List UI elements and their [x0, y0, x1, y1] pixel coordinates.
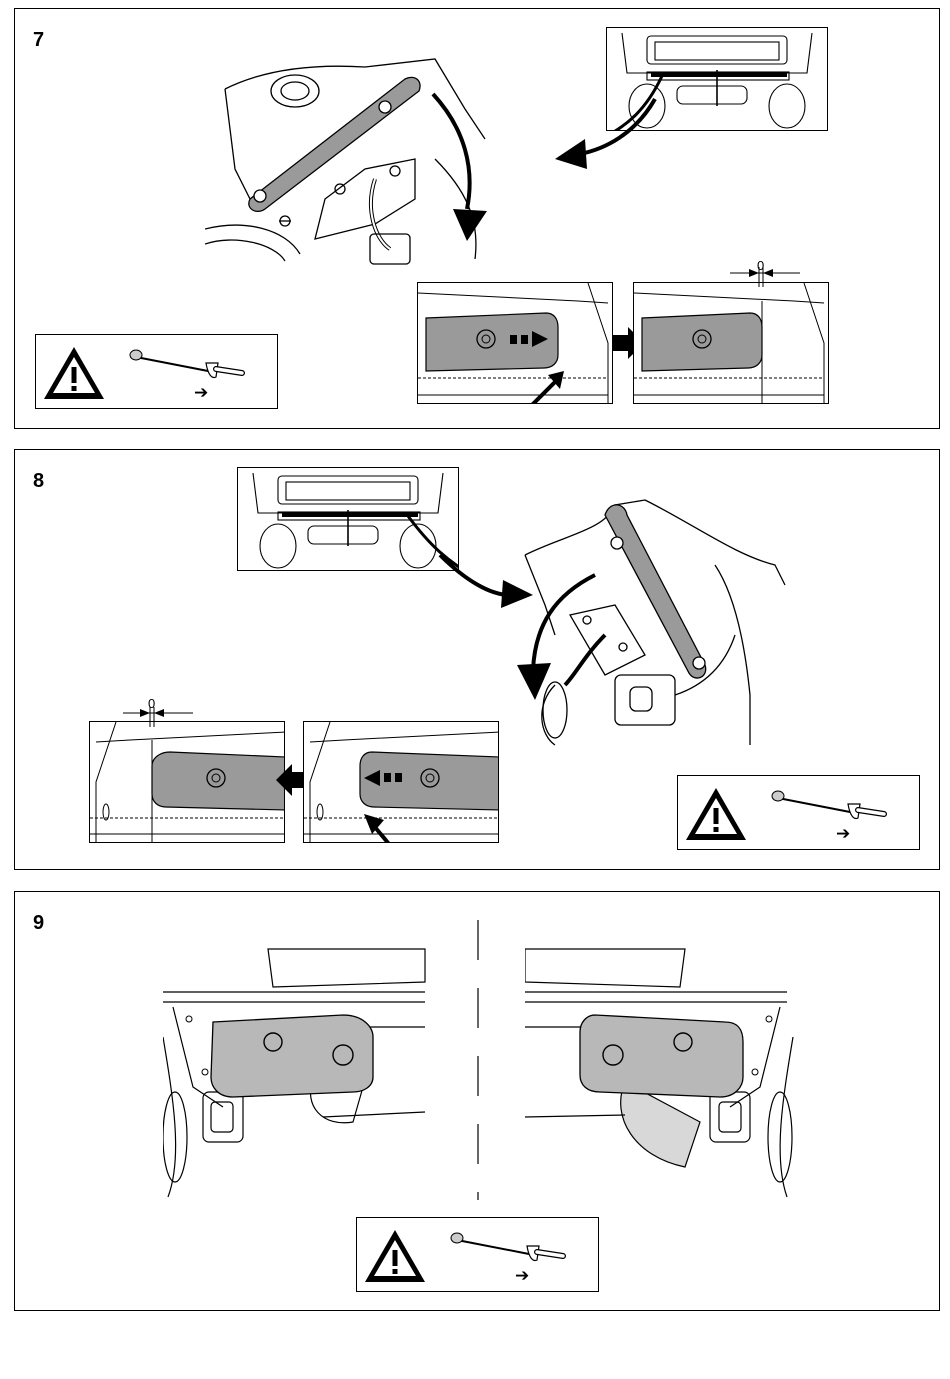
torque-wrench-icon: [449, 1224, 569, 1264]
step-8-main-illustration: [495, 495, 795, 750]
step-9-panel: 9: [14, 891, 940, 1311]
detail-after-frame: [89, 721, 285, 843]
warning-triangle-icon: [42, 345, 106, 401]
warning-triangle-icon: [363, 1228, 427, 1284]
step-8-panel: 8: [14, 449, 940, 870]
center-divider: [473, 920, 483, 1200]
torque-arrow: ➔: [194, 383, 208, 403]
gap-label: 0: [148, 696, 155, 711]
step-number: 7: [33, 29, 44, 52]
step-number: 9: [33, 912, 44, 935]
torque-warning-box: ➔: [35, 334, 278, 409]
step-7-panel: 7: [14, 8, 940, 429]
torque-wrench-icon: [128, 341, 248, 381]
right-side-view: [525, 937, 795, 1202]
bracket-shape: [605, 505, 706, 678]
torque-warning-box: ➔: [356, 1217, 599, 1292]
torque-arrow: ➔: [515, 1266, 529, 1286]
detail-before-frame: [303, 721, 499, 843]
gap-dimension: [730, 257, 800, 287]
torque-wrench-icon: [770, 782, 890, 822]
torque-warning-box: ➔: [677, 775, 920, 850]
warning-triangle-icon: [684, 786, 748, 842]
vehicle-overview-inset: [237, 467, 459, 571]
gap-label: 0: [757, 258, 764, 273]
pointer-arrow: [555, 89, 665, 179]
gap-dimension: [123, 697, 193, 727]
torque-arrow: ➔: [836, 824, 850, 844]
left-side-view: [163, 937, 433, 1202]
step-number: 8: [33, 470, 44, 493]
step-7-main-illustration: [205, 49, 505, 269]
detail-before-frame: [417, 282, 613, 404]
detail-after-frame: [633, 282, 829, 404]
